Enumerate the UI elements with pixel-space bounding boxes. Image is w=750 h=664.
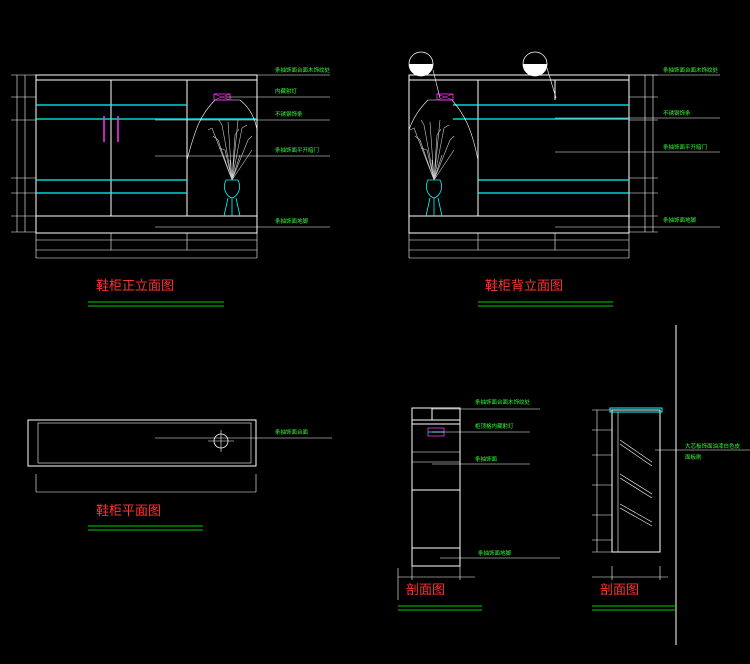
section-2: 大芯板饰面油漆白色皮 面板刷 剖面图 xyxy=(592,325,750,645)
front-elevation-title: 鞋柜正立面图 xyxy=(96,278,174,294)
section-2-bottom-dimension xyxy=(592,566,668,580)
section-1-leaders xyxy=(432,408,560,559)
front-note-3: 不锈钢饰条 xyxy=(275,110,303,118)
section-1-note-2: 柜顶格内藏射灯 xyxy=(475,422,514,430)
back-note-3: 条抽饰面平开暗门 xyxy=(663,143,707,151)
front-elevation: 条抽饰面台面木饰纹处 内藏射灯 不锈钢饰条 条抽饰面平开暗门 条抽饰面地脚 鞋柜… xyxy=(11,66,331,307)
section-1-note-1: 条抽饰面台面木饰纹处 xyxy=(475,398,531,406)
back-cabinet-outline xyxy=(408,74,630,234)
back-bottom-dimension xyxy=(408,233,630,259)
plan-view: 条抽饰面台面 鞋柜平面图 xyxy=(27,419,332,531)
back-note-4: 条抽饰面地脚 xyxy=(663,216,697,224)
front-left-dimension xyxy=(11,74,36,233)
front-leaders xyxy=(155,74,330,228)
back-vase-plant-icon xyxy=(409,119,455,217)
section-2-note-2: 面板刷 xyxy=(685,453,702,461)
section-1-outline xyxy=(411,407,461,567)
section-2-outline xyxy=(611,409,661,553)
section-2-left-dimension xyxy=(592,409,612,553)
section-2-note-1: 大芯板饰面油漆白色皮 xyxy=(685,442,741,450)
plan-bottom-dimension xyxy=(35,474,257,493)
back-elevation: 条抽饰面台面木饰纹处 不锈钢饰条 条抽饰面平开暗门 条抽饰面地脚 鞋柜背立面图 xyxy=(408,51,720,307)
front-cabinet-outline xyxy=(35,74,258,234)
back-right-dimension xyxy=(629,74,658,233)
front-bottom-dimension xyxy=(35,233,258,259)
back-note-2: 不锈钢饰条 xyxy=(663,109,691,117)
front-glass-strips xyxy=(36,104,257,194)
section-1-bottom-dimension xyxy=(397,566,475,600)
section-1-note-3: 条抽饰面 xyxy=(475,455,498,463)
section-2-glass-shelves xyxy=(619,439,653,527)
section-1: 条抽饰面台面木饰纹处 柜顶格内藏射灯 条抽饰面 条抽饰面地脚 剖面图 xyxy=(397,398,560,611)
front-note-2: 内藏射灯 xyxy=(275,87,298,95)
back-elevation-title: 鞋柜背立面图 xyxy=(485,278,563,294)
back-lamp-icon-right xyxy=(522,51,557,99)
front-note-4: 条抽饰面平开暗门 xyxy=(275,146,319,154)
front-note-5: 条抽饰面地脚 xyxy=(275,217,309,225)
plan-vase-icon xyxy=(208,430,234,452)
back-glass-strips xyxy=(453,104,629,194)
back-leaders xyxy=(555,74,720,228)
section-1-title: 剖面图 xyxy=(406,583,445,598)
plan-note-1: 条抽饰面台面 xyxy=(275,428,309,436)
section-2-title: 剖面图 xyxy=(600,583,639,598)
back-spot-light-icon xyxy=(436,93,454,101)
back-lamp-icon-left xyxy=(408,51,441,99)
section-1-note-4: 条抽饰面地脚 xyxy=(478,549,512,557)
back-note-1: 条抽饰面台面木饰纹处 xyxy=(663,66,719,74)
plan-outline xyxy=(27,419,257,467)
front-vase-plant-icon xyxy=(207,119,253,217)
front-note-1: 条抽饰面台面木饰纹处 xyxy=(275,66,331,74)
plan-title: 鞋柜平面图 xyxy=(96,503,161,519)
